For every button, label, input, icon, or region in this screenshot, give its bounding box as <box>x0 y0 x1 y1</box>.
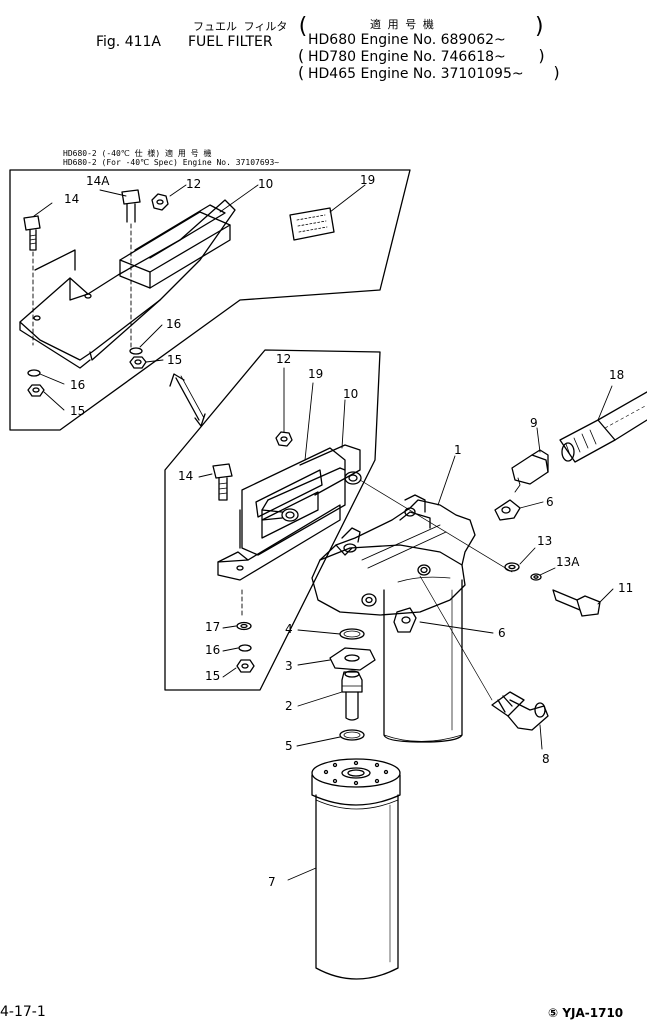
callout-16: 16 <box>70 378 86 392</box>
callout-10: 10 <box>258 177 274 191</box>
applicability-line-1: HD680 Engine No. 689062~ <box>308 32 506 48</box>
callout-15: 15 <box>205 669 221 683</box>
callout-6: 6 <box>498 626 506 640</box>
callout-11: 11 <box>618 581 634 595</box>
inset-note-line-2: HD680-2 (For -40℃ Spec) Engine No. 37107… <box>63 158 280 167</box>
fitting-9 <box>511 449 549 493</box>
main-washers <box>236 589 255 673</box>
oring-5 <box>339 729 365 741</box>
callout-14a: 14A <box>86 174 110 188</box>
callout-14: 14 <box>64 192 80 206</box>
detail-frame <box>164 349 381 691</box>
main-bolt-14 <box>212 463 233 501</box>
callout-1: 1 <box>454 443 462 457</box>
inset-clamp <box>119 204 231 289</box>
inset-note-line-1: HD680-2 (-40℃ 仕 様) 適 用 号 機 <box>63 149 212 158</box>
paren-right-3: ) <box>552 63 562 82</box>
main-clamp <box>261 444 362 522</box>
callout-16: 16 <box>205 643 221 657</box>
inset-bolt-14a <box>121 189 141 351</box>
callout-3: 3 <box>285 659 293 673</box>
callout-16: 16 <box>166 317 182 331</box>
callout-19: 19 <box>360 173 376 187</box>
main-leaders <box>198 367 614 881</box>
figure-number: Fig. 411A <box>96 34 162 50</box>
reference-number: ⑤ YJA-1710 <box>548 1006 624 1020</box>
callout-4: 4 <box>285 622 293 636</box>
callout-13a: 13A <box>556 555 580 569</box>
callout-6: 6 <box>546 495 554 509</box>
applicability-line-2: HD780 Engine No. 746618~ <box>308 49 506 65</box>
inset-frame <box>9 169 411 431</box>
callout-2: 2 <box>285 699 293 713</box>
inset-bolt-14 <box>23 215 41 346</box>
washer-13a <box>530 573 542 581</box>
callout-15: 15 <box>70 404 86 418</box>
paren-left-1: ( <box>296 14 310 39</box>
callout-13: 13 <box>537 534 553 548</box>
figure-title: FUEL FILTER <box>188 34 273 50</box>
callout-17: 17 <box>205 620 221 634</box>
paren-left-2: ( <box>296 46 306 65</box>
main-nut-12 <box>275 431 293 447</box>
plug-lower <box>393 607 417 633</box>
elbow-8 <box>491 691 549 731</box>
inset-leaders <box>33 184 366 411</box>
inset-bracket <box>19 199 236 369</box>
callout-10: 10 <box>343 387 359 401</box>
main-bracket <box>217 447 346 581</box>
inset-washers <box>27 347 147 397</box>
applicability-line-3: HD465 Engine No. 37101095~ <box>308 66 524 82</box>
paren-right-2: ) <box>537 46 547 65</box>
inset-plate <box>289 207 335 241</box>
callout-18: 18 <box>609 368 625 382</box>
callout-14: 14 <box>178 469 194 483</box>
callout-12: 12 <box>276 352 292 366</box>
inset-nut-12 <box>151 193 169 211</box>
plug-upper <box>494 499 521 521</box>
callout-15: 15 <box>167 353 183 367</box>
callout-19: 19 <box>308 367 324 381</box>
bolt-11 <box>552 589 601 617</box>
callout-5: 5 <box>285 739 293 753</box>
washer-13 <box>504 562 520 572</box>
paren-right-1: ) <box>533 14 547 39</box>
callout-7: 7 <box>268 875 276 889</box>
callout-8: 8 <box>542 752 550 766</box>
hose-18 <box>559 391 647 463</box>
callout-9: 9 <box>530 416 538 430</box>
double-arrow <box>169 373 206 427</box>
plate-3 <box>329 647 376 671</box>
filter-head <box>311 494 476 616</box>
filter-housing <box>383 576 463 743</box>
nipple-2 <box>341 670 363 721</box>
title-japanese: フュエル フィルタ <box>193 20 288 33</box>
applicability-japanese: 適 用 号 機 <box>370 18 434 31</box>
page-number: 4-17-1 <box>0 1004 46 1020</box>
paren-left-3: ( <box>296 63 306 82</box>
callout-12: 12 <box>186 177 202 191</box>
filter-cartridge <box>311 758 401 980</box>
